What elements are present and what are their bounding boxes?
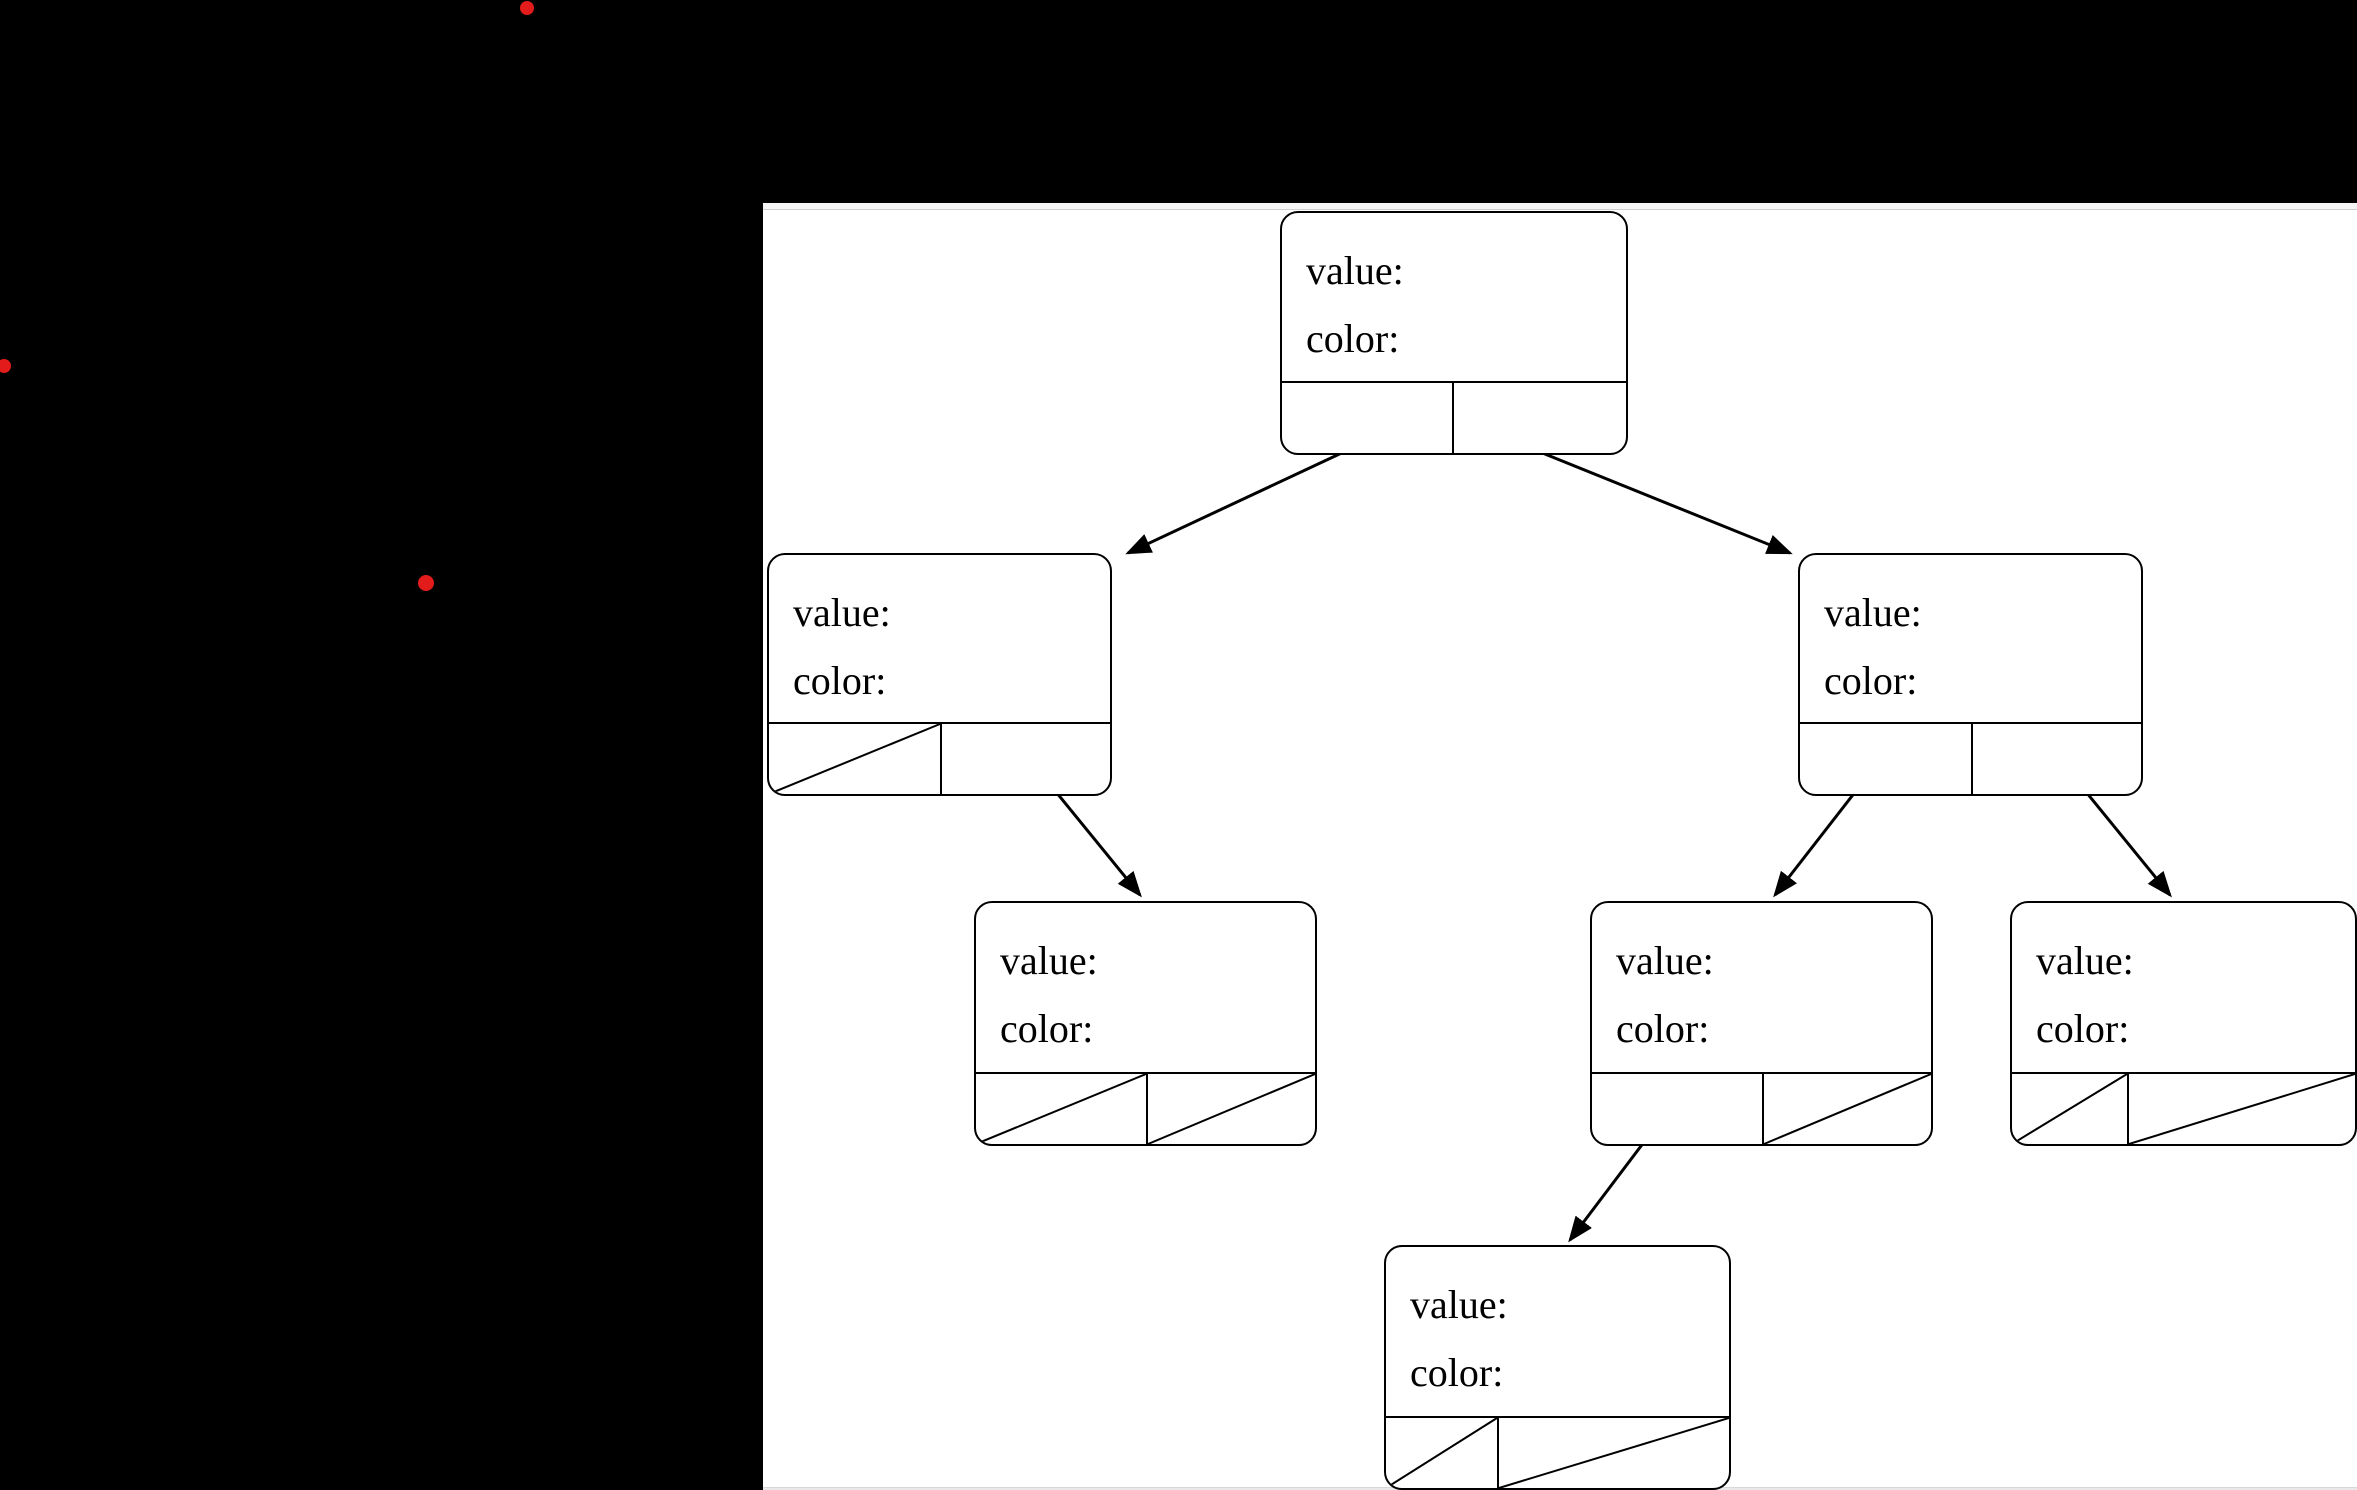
null-pointer-slash-icon [2129, 1074, 2355, 1144]
node-value-label: value: [1306, 248, 1404, 293]
tree-node-right-child[interactable]: value: color: [1798, 553, 2143, 796]
node-pointer-row [769, 722, 1110, 794]
cursor-marker-dot [418, 575, 434, 591]
panel-top-edge [763, 203, 2357, 210]
node-left-pointer-cell[interactable] [1386, 1418, 1497, 1488]
node-left-pointer-cell[interactable] [1282, 383, 1452, 453]
node-fields: value: color: [1592, 903, 1931, 1076]
node-pointer-row [976, 1072, 1315, 1144]
node-value-label: value: [1410, 1282, 1508, 1327]
null-pointer-slash-icon [976, 1074, 1146, 1144]
node-right-pointer-cell[interactable] [1497, 1418, 1729, 1488]
tree-node-deep-leaf[interactable]: value: color: [1384, 1245, 1731, 1490]
node-color-label: color: [1000, 1006, 1094, 1051]
node-fields: value: color: [2012, 903, 2355, 1076]
node-color-label: color: [1306, 316, 1400, 361]
node-left-pointer-cell[interactable] [976, 1074, 1146, 1144]
node-left-pointer-cell[interactable] [1592, 1074, 1762, 1144]
node-fields: value: color: [1386, 1247, 1729, 1420]
node-pointer-row [1800, 722, 2141, 794]
node-right-pointer-cell[interactable] [2127, 1074, 2355, 1144]
cursor-marker-dot [0, 359, 11, 373]
tree-node-right-right-grandchild[interactable]: value: color: [2010, 901, 2357, 1146]
node-value-label: value: [1616, 938, 1714, 983]
node-right-pointer-cell[interactable] [1146, 1074, 1315, 1144]
node-left-pointer-cell[interactable] [1800, 724, 1971, 794]
null-pointer-slash-icon [1499, 1418, 1729, 1488]
node-color-label: color: [793, 658, 887, 703]
node-value-label: value: [1000, 938, 1098, 983]
node-value-label: value: [1824, 590, 1922, 635]
node-fields: value: color: [1282, 213, 1626, 385]
node-right-pointer-cell[interactable] [1762, 1074, 1931, 1144]
node-right-pointer-cell[interactable] [1452, 383, 1626, 453]
node-color-label: color: [2036, 1006, 2130, 1051]
node-value-label: value: [793, 590, 891, 635]
node-color-label: color: [1410, 1350, 1504, 1395]
node-color-label: color: [1616, 1006, 1710, 1051]
node-fields: value: color: [769, 555, 1110, 726]
tree-node-left-right-grandchild[interactable]: value: color: [974, 901, 1317, 1146]
cursor-marker-dot [520, 1, 534, 15]
node-value-label: value: [2036, 938, 2134, 983]
tree-node-root[interactable]: value: color: [1280, 211, 1628, 455]
node-left-pointer-cell[interactable] [769, 724, 940, 794]
null-pointer-slash-icon [1764, 1074, 1931, 1144]
null-pointer-slash-icon [2012, 1074, 2127, 1144]
node-pointer-row [1386, 1416, 1729, 1488]
tree-node-right-left-grandchild[interactable]: value: color: [1590, 901, 1933, 1146]
null-pointer-slash-icon [1386, 1418, 1497, 1488]
node-pointer-row [2012, 1072, 2355, 1144]
node-fields: value: color: [976, 903, 1315, 1076]
node-pointer-row [1592, 1072, 1931, 1144]
node-pointer-row [1282, 381, 1626, 453]
null-pointer-slash-icon [1148, 1074, 1315, 1144]
node-right-pointer-cell[interactable] [1971, 724, 2141, 794]
tree-node-left-child[interactable]: value: color: [767, 553, 1112, 796]
node-left-pointer-cell[interactable] [2012, 1074, 2127, 1144]
node-right-pointer-cell[interactable] [940, 724, 1110, 794]
node-color-label: color: [1824, 658, 1918, 703]
node-fields: value: color: [1800, 555, 2141, 726]
null-pointer-slash-icon [769, 724, 940, 794]
